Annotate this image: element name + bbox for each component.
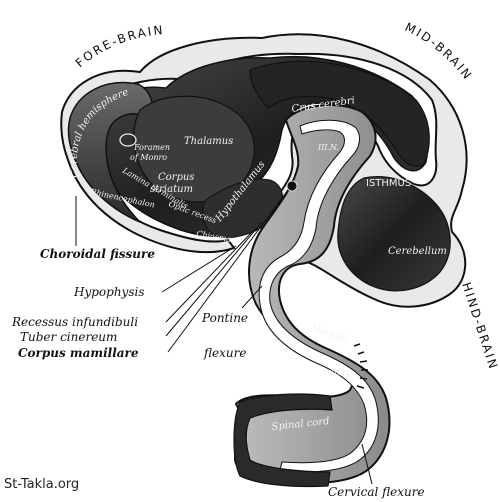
mid-brain-dome — [249, 60, 430, 167]
label-of-monro: of Monro — [130, 153, 167, 162]
cerebral-hemisphere — [67, 81, 154, 223]
foramen-ring — [119, 133, 137, 147]
label-recessus-infundibuli: Recessus infundibuli — [11, 315, 138, 329]
leader-lines — [75, 189, 373, 485]
mamillary-dot — [286, 180, 298, 192]
label-foramen: Foramen — [133, 143, 170, 152]
label-hind-brain: HIND-BRAIN — [459, 281, 500, 372]
label-cerebellum: Cerebellum — [388, 246, 447, 257]
label-hypophysis: Hypophysis — [73, 285, 145, 299]
label-xii-n: XII.N. — [327, 369, 352, 378]
watermark-text: St-Takla.org — [4, 477, 79, 492]
hypothalamus-region — [202, 178, 284, 239]
label-choroidal-fissure: Choroidal fissure — [40, 247, 155, 261]
label-striatum: striatum — [150, 184, 193, 195]
label-iii-n: III.N. — [317, 143, 339, 152]
label-pontine: Pontine — [201, 311, 248, 325]
label-corpus: Corpus — [158, 172, 194, 183]
label-thalamus: Thalamus — [184, 136, 233, 147]
spinal-cord — [233, 393, 333, 488]
label-tuber-cinereum: Tuber cinereum — [20, 330, 117, 344]
label-cervical-flexure: Cervical flexure — [328, 485, 425, 499]
label-corpus-mamillare: Corpus mamillare — [18, 346, 139, 360]
xii-nerve-roots — [353, 343, 368, 389]
cerebellum-mass — [337, 176, 451, 292]
label-isthmus: ISTHMUS — [366, 178, 411, 189]
label-flexure: flexure — [203, 346, 246, 360]
